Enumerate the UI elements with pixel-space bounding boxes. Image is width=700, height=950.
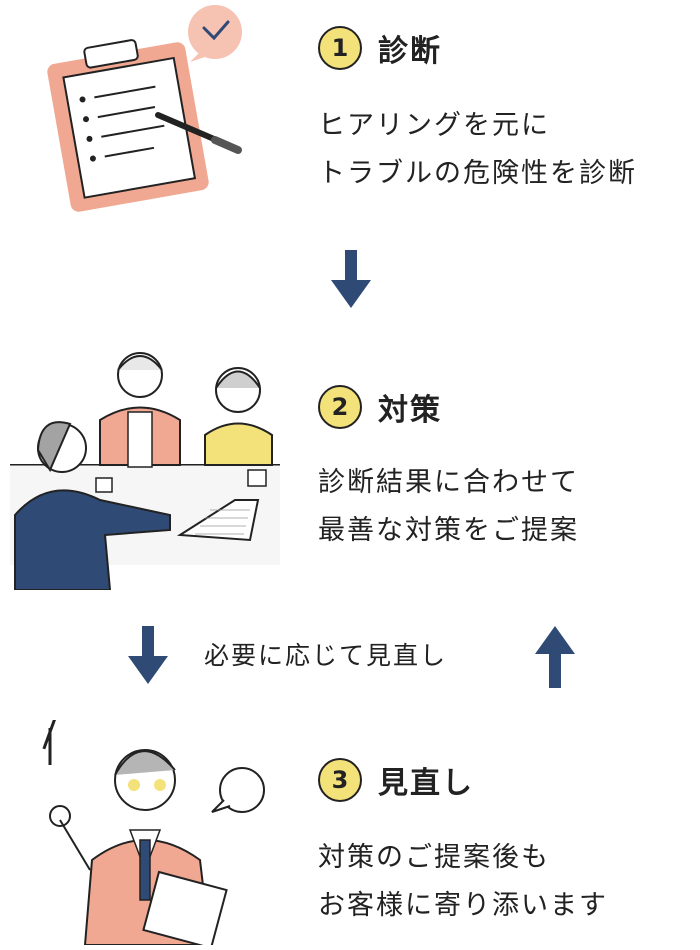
step-1-badge: 1 (318, 26, 362, 70)
arrow-down-icon (331, 250, 371, 308)
step-3-title: 見直し (378, 766, 474, 801)
presenter-illustration (42, 720, 265, 945)
pen-icon (155, 112, 242, 154)
step-3-line-1: 対策のご提案後も (318, 842, 550, 873)
step-3-description: 対策のご提案後も お客様に寄り添います (318, 834, 608, 930)
step-2-heading: 2 対策 (318, 385, 442, 429)
step-3-heading: 3 見直し (318, 758, 474, 802)
step-2-line-2: 最善な対策をご提案 (318, 515, 579, 546)
step-1-title: 診断 (378, 34, 442, 69)
arrow-up-icon (535, 626, 575, 688)
step-1-line-2: トラブルの危険性を診断 (318, 158, 637, 189)
checkmark-bubble-icon (188, 5, 242, 62)
review-label: 必要に応じて見直し (204, 641, 448, 670)
step-2-description: 診断結果に合わせて 最善な対策をご提案 (318, 459, 579, 555)
clipboard-icon (47, 39, 209, 212)
step-1-heading: 1 診断 (318, 26, 442, 70)
clipboard-illustration (47, 5, 242, 212)
step-1-description: ヒアリングを元に トラブルの危険性を診断 (318, 102, 637, 198)
step-2-badge: 2 (318, 385, 362, 429)
step-2-title: 対策 (378, 393, 442, 428)
arrow-down-icon (128, 626, 168, 684)
step-2-line-1: 診断結果に合わせて (318, 467, 579, 498)
step-3-badge: 3 (318, 758, 362, 802)
step-3-line-2: お客様に寄り添います (318, 890, 608, 921)
step-1-line-1: ヒアリングを元に (318, 110, 550, 141)
meeting-illustration (10, 352, 280, 590)
